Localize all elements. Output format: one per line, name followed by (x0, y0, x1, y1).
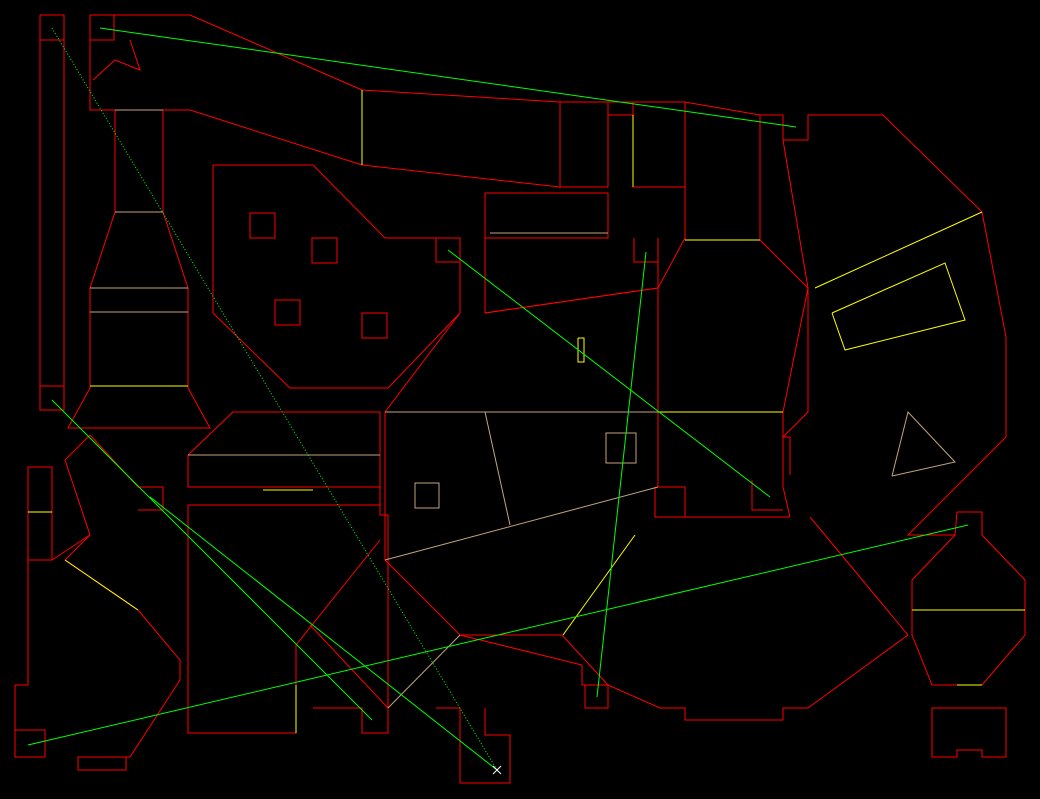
x-mark-icon (492, 765, 502, 775)
teleport-lines (27, 27, 969, 771)
height-change-lines (90, 109, 956, 709)
ceiling-change-lines (28, 90, 1025, 733)
